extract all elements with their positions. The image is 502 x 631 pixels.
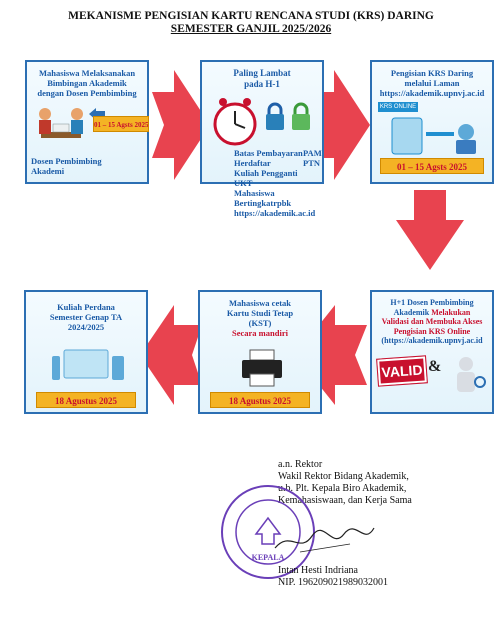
step-text: Akademik bbox=[393, 307, 430, 317]
step-text: Pengisian KRS Daring bbox=[390, 68, 474, 78]
signature-block: a.n. Rektor Wakil Rektor Bidang Akademik… bbox=[278, 459, 412, 507]
arrow-left-icon bbox=[295, 305, 367, 405]
step-card-pengisian-krs: Pengisian KRS Daring melalui Laman https… bbox=[370, 60, 494, 184]
signature-line: Kemahasiswaan, dan Kerja Sama bbox=[278, 495, 412, 506]
step-text: Dosen Pembimbing bbox=[31, 156, 102, 166]
date-badge: 18 Agustus 2025 bbox=[36, 392, 136, 408]
note-text: PAM bbox=[303, 148, 322, 158]
arrow-right-icon bbox=[312, 70, 370, 180]
official-stamp-icon: KEPALA bbox=[221, 485, 315, 579]
step-text: https://akademik.upnvj.ac.id bbox=[379, 88, 485, 98]
key-person-icon bbox=[457, 357, 486, 392]
step-text: Bimbingan Akademik bbox=[47, 78, 127, 88]
step-text: Kartu Studi Tetap bbox=[226, 308, 294, 318]
note-text: https://akademik.ac.id bbox=[234, 208, 316, 218]
date-badge: 01 – 15 Agsts 2025 bbox=[93, 116, 149, 132]
krs-online-label: KRS ONLINE bbox=[378, 102, 418, 112]
clock-icon bbox=[213, 98, 257, 146]
note-text: Batas Pembayaran Herdaftar bbox=[234, 148, 303, 168]
step-text: Semester Genap TA bbox=[49, 312, 123, 322]
step-text: Paling Lambat bbox=[233, 68, 291, 78]
step-text: dengan Dosen Pembimbing bbox=[37, 88, 137, 98]
printer-icon bbox=[242, 349, 282, 387]
computer-network-icon bbox=[391, 117, 476, 155]
signer-nip: NIP. 196209021989032001 bbox=[278, 577, 389, 588]
step-text: pada H-1 bbox=[244, 79, 280, 89]
step-text-red: Melakukan bbox=[431, 307, 471, 317]
page-subtitle: SEMESTER GANJIL 2025/2026 bbox=[170, 23, 332, 35]
step-text: (KST) bbox=[248, 318, 272, 328]
note-text: PTN bbox=[303, 158, 320, 168]
step-text: H+1 Dosen Pembimbing bbox=[390, 298, 474, 307]
stamp-label: KEPALA bbox=[252, 553, 285, 562]
signer-name: Intan Hesti Indriana bbox=[278, 565, 358, 576]
lock-icon bbox=[292, 102, 310, 130]
signature-line: Wakil Rektor Bidang Akademik, bbox=[278, 471, 409, 482]
step-card-kuliah-perdana: Kuliah Perdana Semester Genap TA 2024/20… bbox=[24, 290, 148, 414]
signature-footer: Intan Hesti Indriana NIP. 19620902198903… bbox=[278, 565, 388, 589]
step-text-red: Secara mandiri bbox=[232, 328, 288, 338]
step-text: melalui Laman bbox=[404, 78, 460, 88]
step-card-validasi: H+1 Dosen Pembimbing Akademik Melakukan … bbox=[370, 290, 494, 414]
step-card-batas-waktu: Paling Lambat pada H-1 Batas Pembayaran … bbox=[200, 60, 324, 218]
arrow-right-icon bbox=[152, 70, 210, 180]
step-text: 2024/2025 bbox=[67, 322, 105, 332]
step-text: Akademi bbox=[31, 166, 65, 176]
arrow-down-icon bbox=[396, 190, 464, 270]
url-text: (https://akademik.upnvj.ac.id bbox=[381, 336, 483, 345]
page-title: MEKANISME PENGISIAN KARTU RENCANA STUDI … bbox=[68, 10, 434, 22]
people-meeting-icon bbox=[39, 108, 83, 138]
note-text: Kuliah Pengganti UKT bbox=[234, 168, 298, 188]
valid-stamp: VALID bbox=[376, 355, 428, 387]
date-badge: 01 – 15 Agsts 2025 bbox=[380, 158, 484, 174]
arrow-left-icon bbox=[140, 305, 202, 405]
signature-line: u.b. Plt. Kepala Biro Akademik, bbox=[278, 483, 407, 494]
classroom-devices-icon bbox=[52, 349, 124, 380]
lock-icon bbox=[266, 102, 284, 130]
step-text: Mahasiswa Melaksanakan bbox=[38, 68, 136, 78]
step-text-red: Validasi dan Membuka Akses bbox=[381, 317, 483, 326]
step-card-cetak-kst: Mahasiswa cetak Kartu Studi Tetap (KST) … bbox=[198, 290, 322, 414]
signature-line: a.n. Rektor bbox=[278, 459, 323, 470]
handwritten-signature bbox=[274, 527, 375, 553]
note-text: Mahasiswa Bertingkatrpbk bbox=[234, 188, 292, 208]
step-text: Kuliah Perdana bbox=[57, 302, 115, 312]
step-card-bimbingan: Mahasiswa Melaksanakan Bimbingan Akademi… bbox=[25, 60, 149, 184]
ampersand-label: & bbox=[428, 358, 442, 375]
step-text-red: Pengisian KRS Online bbox=[393, 326, 471, 336]
step-text: Mahasiswa cetak bbox=[228, 298, 292, 308]
date-badge: 18 Agustus 2025 bbox=[210, 392, 310, 408]
